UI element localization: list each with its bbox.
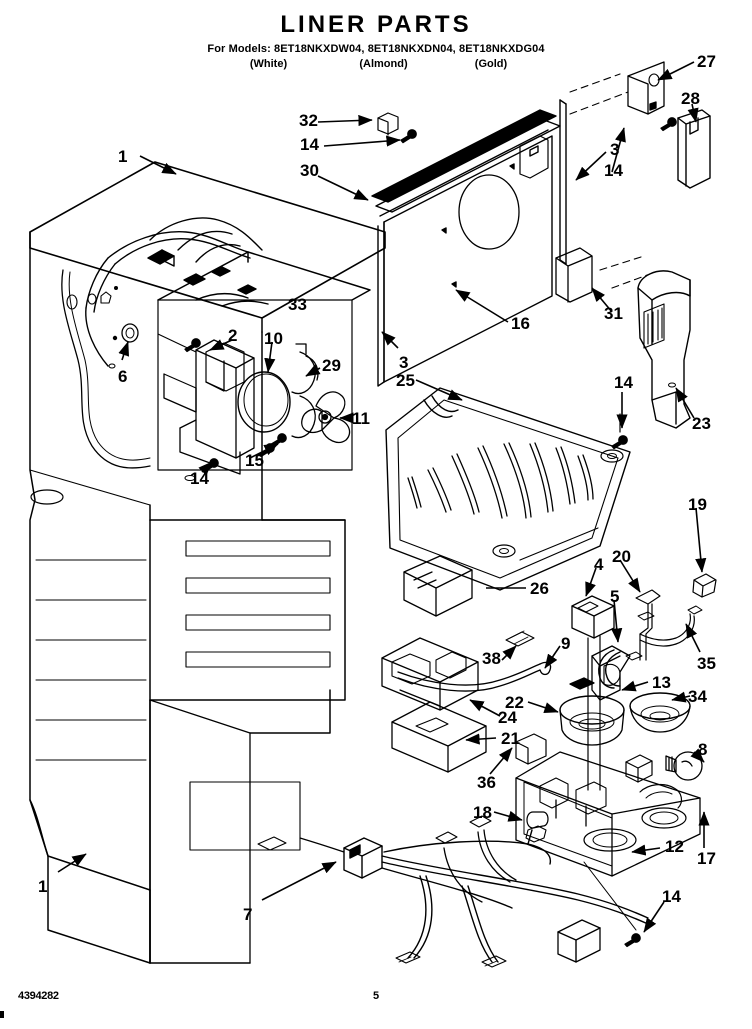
callout-31: 31: [604, 304, 623, 323]
callout-1-bottom: 1: [38, 877, 48, 896]
page-title: LINER PARTS: [280, 11, 472, 38]
callout-14-a: 14: [300, 135, 319, 154]
main-wire-harness: [257, 825, 649, 968]
thermistor-lead: [397, 630, 552, 692]
cabinet-liner-body: [29, 161, 386, 964]
color-variant-gold: (Gold): [474, 58, 508, 71]
callout-38: 38: [482, 649, 501, 668]
thermostat-housing: [403, 555, 473, 617]
callout-29: 29: [322, 356, 341, 375]
callout-22: 22: [505, 693, 524, 712]
callout-11: 11: [352, 409, 370, 428]
callout-23: 23: [692, 414, 711, 433]
page-header: LINER PARTS For Models: 8ET18NKXDW04, 8E…: [0, 0, 752, 71]
crop-mark: [0, 1011, 4, 1018]
drain-pan: [385, 387, 631, 591]
callout-4: 4: [594, 555, 604, 574]
page-footer: 4394282 5: [0, 985, 752, 1029]
callout-19: 19: [688, 495, 707, 514]
callout-13: 13: [652, 673, 671, 692]
callout-15: 15: [245, 451, 264, 470]
callout-3-mid: 3: [399, 353, 409, 372]
callout-16: 16: [511, 314, 530, 333]
callout-10: 10: [264, 329, 283, 348]
drain-tube-assembly: [559, 573, 717, 791]
callout-20: 20: [612, 547, 631, 566]
callout-28: 28: [681, 89, 700, 108]
callout-25: 25: [396, 371, 415, 390]
callout-21: 21: [501, 729, 520, 748]
callout-34: 34: [688, 687, 707, 706]
callout-30: 30: [300, 161, 319, 180]
callout-32: 32: [299, 111, 318, 130]
callout-6: 6: [118, 367, 128, 386]
color-variant-white: (White): [249, 58, 288, 71]
callout-27: 27: [697, 52, 716, 71]
callout-14-b: 14: [604, 161, 623, 180]
callout-5: 5: [610, 587, 620, 606]
base-pan-assembly: [515, 751, 703, 948]
callout-3-upper: 3: [610, 140, 620, 159]
callout-9: 9: [561, 634, 571, 653]
callout-7: 7: [243, 905, 253, 924]
footer-part-number: 4394282: [18, 990, 59, 1002]
callout-35: 35: [697, 654, 716, 673]
callout-12: 12: [665, 837, 684, 856]
color-variants-line: (White) (Almond) (Gold): [0, 55, 752, 70]
color-variant-almond: (Almond): [359, 58, 408, 71]
hinge-bracket: [627, 61, 677, 132]
callout-2: 2: [228, 326, 238, 345]
rear-access-panel: [371, 73, 651, 387]
callout-33: 33: [288, 295, 307, 314]
secondary-wires: [435, 815, 517, 903]
callout-1-top: 1: [118, 147, 128, 166]
top-wire-harness: [85, 217, 269, 367]
callout-26: 26: [530, 579, 549, 598]
callout-14-c: 14: [190, 469, 209, 488]
callout-14-d: 14: [614, 373, 633, 392]
callout-36: 36: [477, 773, 496, 792]
callout-17: 17: [697, 849, 716, 868]
callout-24: 24: [498, 708, 517, 727]
callout-14-e: 14: [662, 887, 681, 906]
models-line: For Models: 8ET18NKXDW04, 8ET18NKXDN04, …: [207, 43, 545, 55]
callout-8: 8: [698, 740, 708, 759]
footer-page-number: 5: [372, 990, 380, 1002]
air-damper: [515, 733, 547, 765]
callout-18: 18: [473, 803, 492, 822]
